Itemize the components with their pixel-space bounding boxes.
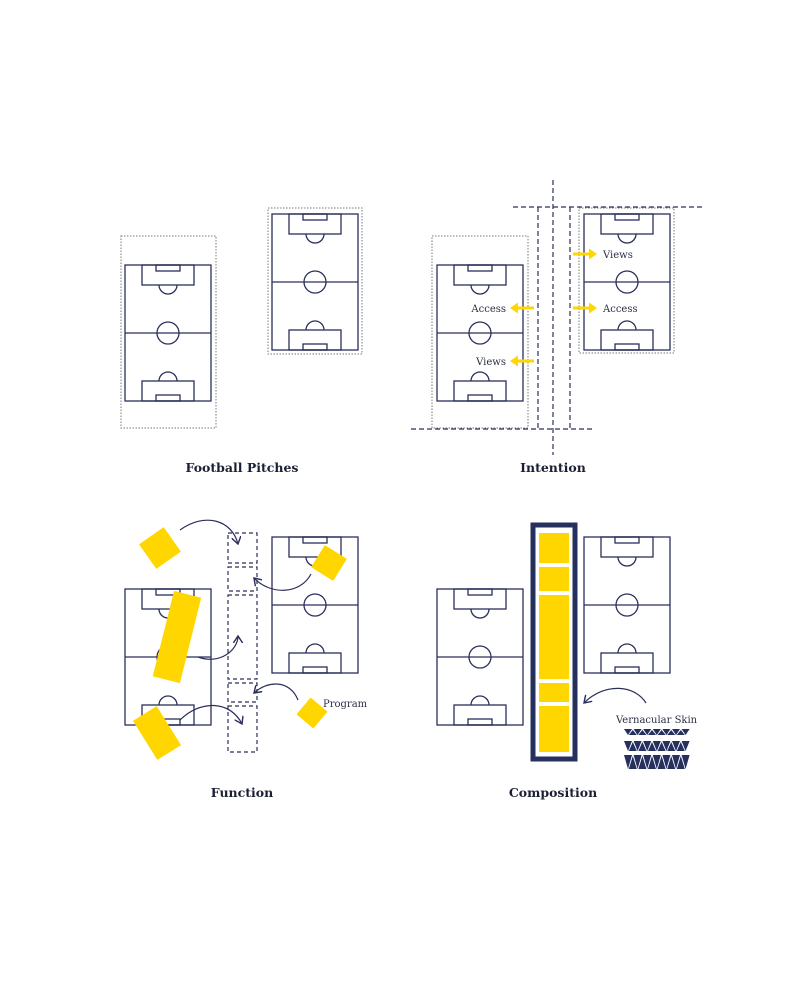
football-pitch [436, 588, 524, 726]
axis-lines [411, 180, 704, 455]
skin-triangle [681, 729, 690, 735]
skin-triangle [657, 730, 666, 735]
panel-title: Composition [509, 785, 597, 800]
label-views: Views [602, 250, 633, 261]
program-blocks [132, 527, 347, 760]
skin-triangle [633, 755, 642, 769]
panel-intention: Views Access Access Views Intention [411, 180, 704, 475]
vernacular-skin-pattern [624, 729, 690, 769]
panel-composition: Vernacular Skin Composition [509, 522, 698, 800]
skin-triangle [652, 755, 661, 769]
skin-triangle [638, 756, 647, 769]
skin-triangle [657, 756, 666, 769]
football-pitch [583, 536, 671, 674]
skin-triangle [672, 729, 680, 735]
skin-triangle [638, 730, 647, 735]
skin-triangle [624, 729, 632, 735]
skin-triangle [672, 741, 680, 751]
skin-triangle [667, 756, 676, 769]
arrow-right-icon [573, 248, 597, 260]
skin-triangle [662, 741, 671, 751]
site-boundary [578, 207, 675, 354]
skin-triangle [633, 729, 642, 735]
program-slots [227, 532, 258, 753]
skin-triangle [643, 729, 652, 735]
skin-triangle [643, 741, 652, 751]
skin-triangle [667, 742, 676, 751]
arrow-left-icon [510, 302, 534, 314]
skin-triangle [676, 742, 685, 751]
pitches-layer [124, 213, 671, 726]
skin-triangle [633, 741, 642, 751]
skin-triangle [676, 756, 685, 769]
skin-triangle [648, 756, 656, 769]
skin-triangle [628, 756, 637, 769]
skin-triangle [638, 742, 647, 751]
skin-triangle [648, 730, 656, 735]
panel-title: Intention [520, 460, 586, 475]
site-boundary [120, 235, 217, 429]
skin-triangle [657, 742, 666, 751]
label-access: Access [602, 304, 638, 315]
skin-triangle [648, 742, 656, 751]
skin-triangle [681, 755, 690, 769]
label-vernacular-skin: Vernacular Skin [615, 715, 698, 726]
yellow-arrows [510, 248, 597, 367]
arrow-left-icon [510, 355, 534, 367]
skin-triangle [628, 742, 637, 751]
panel-title: Function [211, 785, 273, 800]
football-pitch [436, 264, 524, 402]
skin-triangle [667, 730, 676, 735]
skin-triangle [624, 755, 632, 769]
tower-cells [539, 533, 569, 752]
site-boundary [267, 207, 363, 355]
arrow-right-icon [573, 302, 597, 314]
panel-function: Program Function [132, 519, 368, 800]
skin-triangle [628, 730, 637, 735]
site-boundary [431, 235, 529, 429]
label-access: Access [470, 304, 506, 315]
skin-triangle [652, 741, 661, 751]
football-pitch [271, 213, 359, 351]
skin-triangle [662, 755, 671, 769]
skin-triangle [662, 729, 671, 735]
panel-title: Football Pitches [186, 460, 299, 475]
panel-football-pitches: Football Pitches [120, 207, 363, 475]
label-program: Program [323, 699, 368, 710]
football-pitch [583, 213, 671, 351]
skin-triangle [624, 741, 632, 751]
football-pitch [124, 264, 212, 402]
skin-triangle [652, 729, 661, 735]
skin-triangle [672, 755, 680, 769]
arrow-icon [584, 687, 647, 703]
football-pitch [271, 536, 359, 674]
label-views: Views [475, 357, 506, 368]
skin-triangle [643, 755, 652, 769]
flow-arrows [179, 519, 312, 724]
skin-triangle [676, 730, 685, 735]
skin-triangle [681, 741, 690, 751]
